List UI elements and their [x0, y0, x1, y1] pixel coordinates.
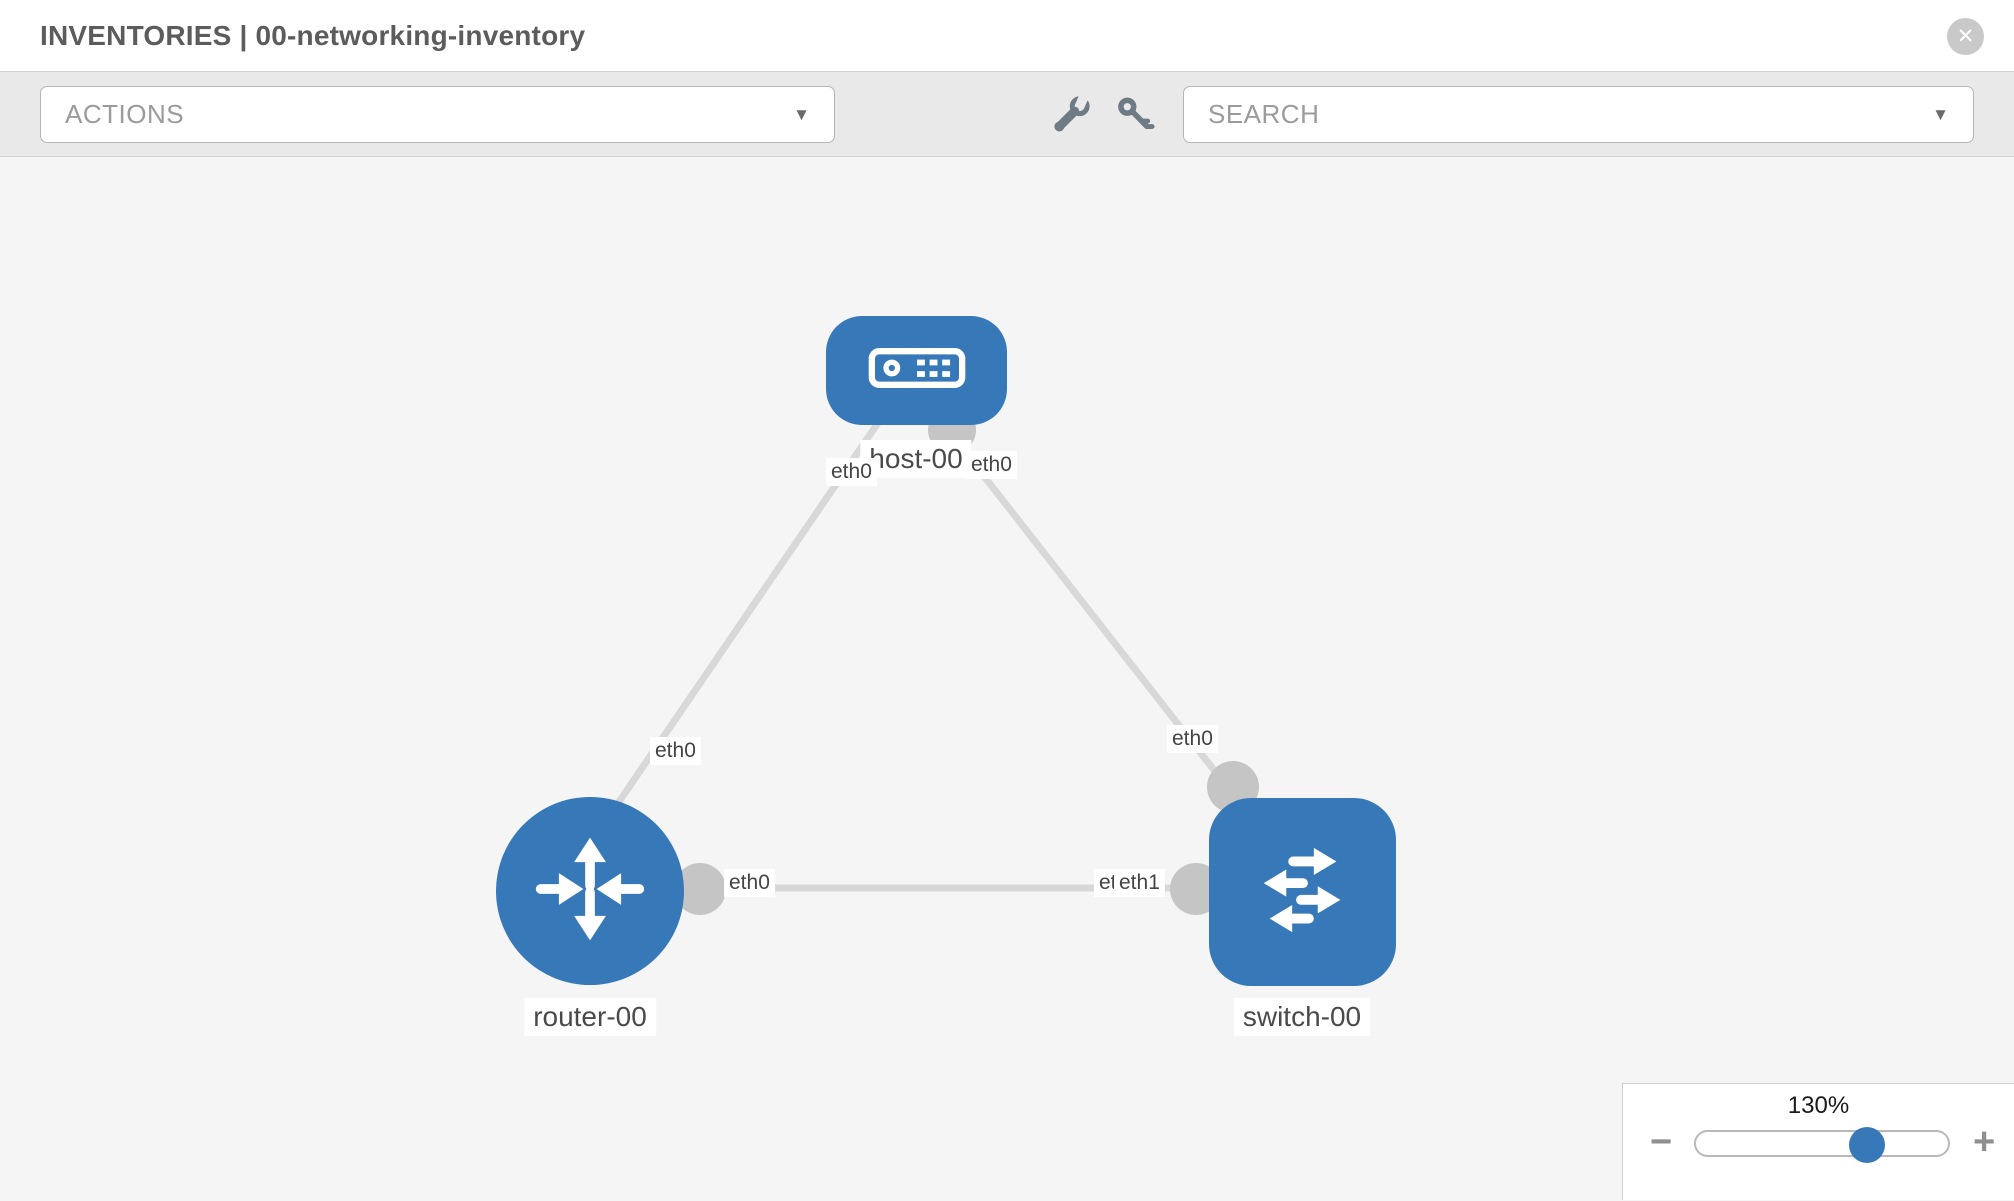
switch-icon [1240, 827, 1366, 958]
port-label: eth0 [826, 458, 877, 486]
zoom-out-button[interactable]: − [1650, 1121, 1673, 1163]
actions-dropdown-label: ACTIONS [65, 99, 185, 129]
node-label-switch: switch-00 [1233, 998, 1371, 1036]
host-icon [865, 347, 969, 394]
actions-dropdown[interactable]: ACTIONS ▼ [40, 86, 835, 143]
zoom-slider[interactable] [1694, 1127, 1950, 1163]
router-icon [531, 830, 649, 953]
zoom-slider-thumb[interactable] [1849, 1127, 1885, 1163]
node-label-host: host-00 [860, 440, 972, 478]
port-label: eth0 [724, 869, 775, 897]
links-layer [609, 406, 1259, 915]
search-dropdown[interactable]: SEARCH ▼ [1183, 86, 1974, 143]
port-label: eth0 [650, 737, 701, 765]
port-label: eth1 [1114, 869, 1165, 897]
node-router-00[interactable] [496, 797, 684, 985]
zoom-in-button[interactable]: + [1973, 1121, 1996, 1163]
node-host-00[interactable] [826, 316, 1007, 425]
chevron-down-icon: ▼ [793, 104, 810, 124]
port-label: eth0 [966, 451, 1017, 479]
close-button[interactable]: ✕ [1947, 18, 1984, 55]
key-icon[interactable] [1113, 93, 1157, 137]
node-switch-00[interactable] [1209, 798, 1396, 986]
toolbar: ACTIONS ▼ SEARCH ▼ [0, 72, 2014, 157]
zoom-panel: 130% − + [1622, 1083, 2014, 1200]
interface-connector [674, 863, 726, 915]
node-label-router: router-00 [524, 998, 656, 1036]
close-icon: ✕ [1956, 25, 1975, 48]
chevron-down-icon: ▼ [1932, 104, 1949, 124]
topology-canvas[interactable]: host-00 router-00 switch-00 eth0 eth0 et… [0, 157, 2014, 1200]
wrench-icon[interactable] [1050, 89, 1094, 137]
header: INVENTORIES | 00-networking-inventory ✕ [0, 0, 2014, 72]
zoom-value: 130% [1787, 1092, 1850, 1119]
search-dropdown-label: SEARCH [1208, 99, 1320, 129]
page-title: INVENTORIES | 00-networking-inventory [40, 20, 586, 51]
port-label: eth0 [1167, 725, 1218, 753]
